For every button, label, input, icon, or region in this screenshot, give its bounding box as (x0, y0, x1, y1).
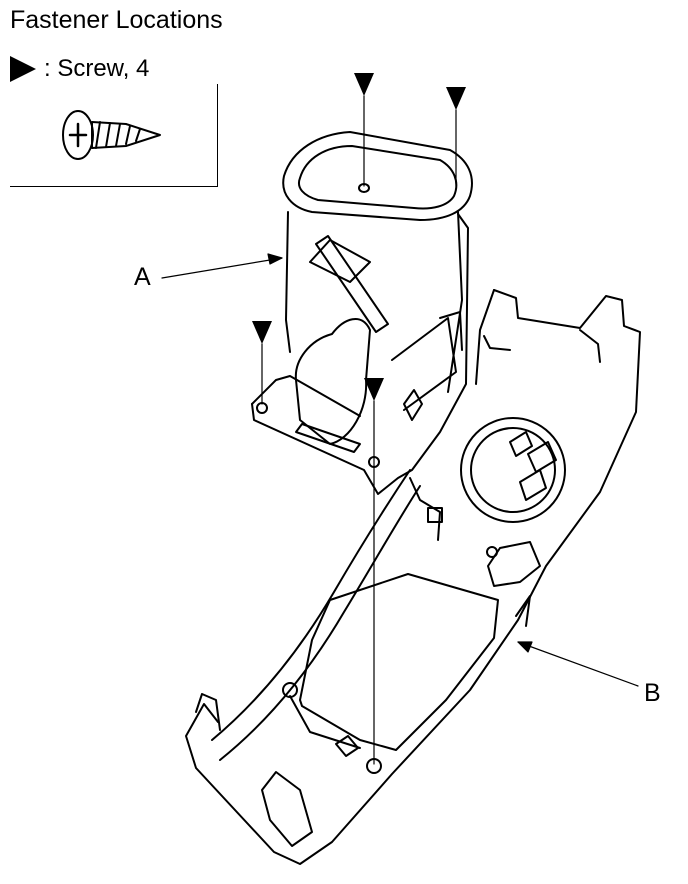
legend-label: : Screw, 4 (44, 55, 150, 82)
screw-marker-icon (252, 73, 466, 401)
legend: : Screw, 4 (10, 52, 149, 86)
callout-b: B (644, 679, 661, 707)
part-b (185, 289, 641, 865)
callout-arrow-a (161, 253, 283, 279)
triangle-marker-icon (10, 56, 36, 82)
screw-icon (62, 110, 161, 160)
legend-box (10, 84, 218, 187)
callout-a: A (134, 263, 151, 291)
part-a (251, 131, 473, 495)
screw-leader-lines (261, 95, 457, 765)
callout-arrow-b (517, 641, 639, 687)
page-title: Fastener Locations (10, 6, 223, 34)
